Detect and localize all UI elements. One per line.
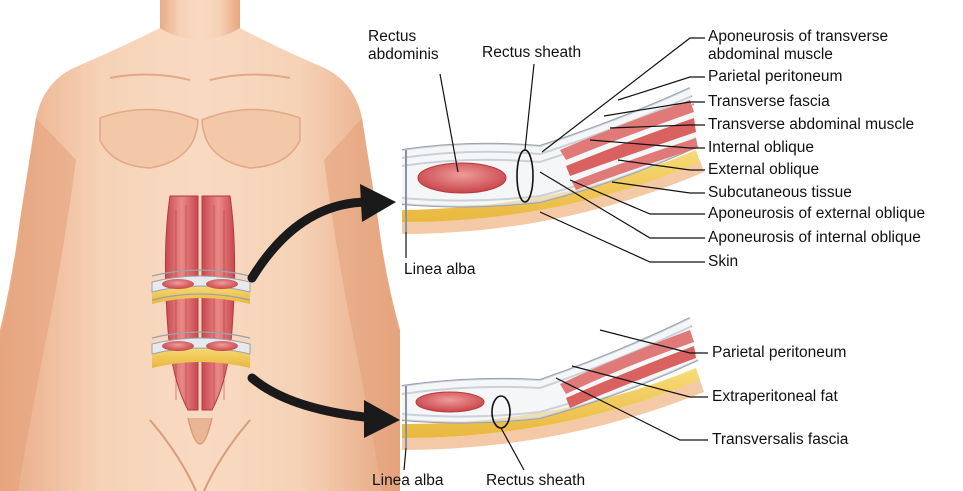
label-rectus-abdominis-line1: Rectus <box>368 28 458 46</box>
label-subcutaneous-tissue: Subcutaneous tissue <box>708 184 852 202</box>
cross-section-upper <box>402 88 704 234</box>
label-linea-alba-upper: Linea alba <box>404 261 476 279</box>
label-rectus-abdominis-line2: abdominis <box>368 46 458 64</box>
cross-section-lower <box>402 318 704 450</box>
label-external-oblique: External oblique <box>708 161 819 179</box>
label-parietal-peritoneum-upper: Parietal peritoneum <box>708 68 842 86</box>
label-rectus-abdominis: Rectus abdominis <box>368 28 458 64</box>
label-internal-oblique: Internal oblique <box>708 139 814 157</box>
label-extraperitoneal-fat: Extraperitoneal fat <box>712 388 838 406</box>
label-parietal-peritoneum-lower: Parietal peritoneum <box>712 344 846 362</box>
label-rectus-sheath-upper: Rectus sheath <box>482 44 581 62</box>
label-aponeurosis-internal-oblique: Aponeurosis of internal oblique <box>708 229 921 247</box>
label-aponeurosis-transverse-line1: Aponeurosis of transverse <box>708 28 958 46</box>
label-skin: Skin <box>708 253 738 271</box>
label-aponeurosis-transverse: Aponeurosis of transverse abdominal musc… <box>708 28 958 64</box>
label-transverse-fascia: Transverse fascia <box>708 93 830 111</box>
label-aponeurosis-transverse-line2: abdominal muscle <box>708 46 958 64</box>
label-transversalis-fascia: Transversalis fascia <box>712 431 848 449</box>
label-rectus-sheath-lower: Rectus sheath <box>486 472 585 490</box>
label-transverse-abdominal-muscle: Transverse abdominal muscle <box>708 116 914 134</box>
label-linea-alba-lower: Linea alba <box>372 472 444 490</box>
label-aponeurosis-external-oblique: Aponeurosis of external oblique <box>708 205 925 223</box>
